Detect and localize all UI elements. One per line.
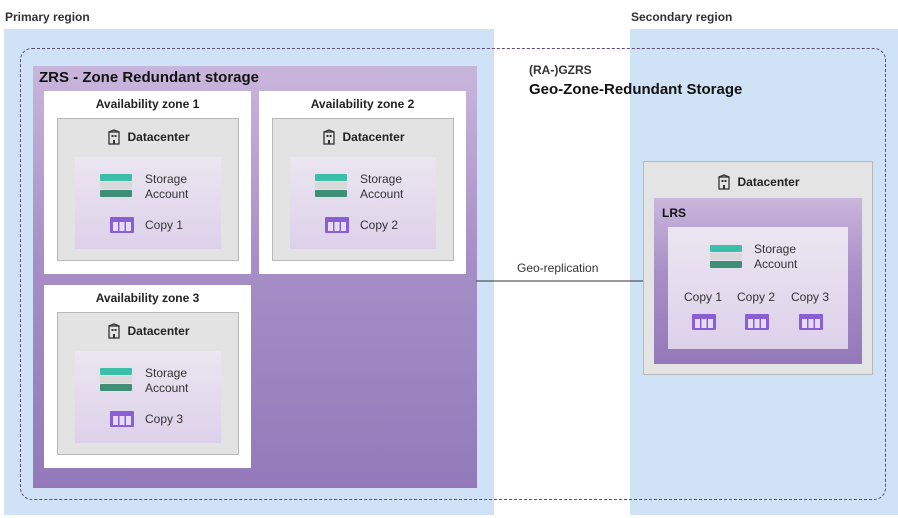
lrs-container: LRS Storage Account Copy 1 Copy 2 Copy 3 [654, 198, 862, 364]
secondary-region-label: Secondary region [631, 10, 733, 24]
storage-label-line2: Account [145, 187, 189, 201]
secondary-datacenter: Datacenter LRS Storage Account Copy 1 Co… [643, 161, 873, 375]
copy-label: Copy 1 [684, 290, 723, 304]
storage-account-icon [710, 245, 742, 268]
zone-title: Availability zone 1 [95, 97, 200, 111]
datacenter: Datacenter Storage Account Copy 3 [57, 312, 239, 455]
building-icon [108, 129, 121, 145]
copy-label: Copy 2 [360, 218, 399, 232]
zone-title: Availability zone 3 [95, 291, 200, 305]
primary-region-label: Primary region [5, 10, 90, 24]
storage-box: Storage Account Copy 1 [75, 157, 221, 249]
storage-copy-icon [745, 314, 769, 330]
storage-copy-icon [110, 217, 134, 233]
copy-label: Copy 3 [791, 290, 830, 304]
storage-label-line2: Account [754, 257, 798, 271]
gzrs-boundary [20, 48, 886, 500]
storage-account-icon [100, 174, 132, 197]
datacenter: Datacenter Storage Account Copy 2 [272, 118, 454, 261]
building-icon [323, 129, 336, 145]
availability-zone-1: Availability zone 1 Datacenter Storage A… [44, 91, 251, 274]
gzrs-code: (RA-)GZRS [529, 63, 592, 77]
storage-label-line1: Storage [145, 366, 188, 380]
gzrs-title: Geo-Zone-Redundant Storage [529, 81, 743, 98]
storage-label-line1: Storage [360, 172, 403, 186]
availability-zone-3: Availability zone 3 Datacenter Storage A… [44, 285, 251, 468]
copy-label: Copy 2 [737, 290, 776, 304]
storage-label-line2: Account [145, 381, 189, 395]
storage-box: Storage Account Copy 2 [290, 157, 436, 249]
storage-label-line1: Storage [754, 242, 797, 256]
datacenter-label: Datacenter [342, 130, 405, 144]
lrs-label: LRS [662, 206, 686, 220]
storage-copy-icon [325, 217, 349, 233]
storage-label-line1: Storage [145, 172, 188, 186]
building-icon [718, 174, 731, 190]
copy-label: Copy 1 [145, 218, 184, 232]
datacenter-label: Datacenter [737, 175, 800, 189]
storage-account-icon [100, 368, 132, 391]
datacenter-label: Datacenter [127, 324, 190, 338]
storage-copy-icon [692, 314, 716, 330]
availability-zone-2: Availability zone 2 Datacenter Storage A… [259, 91, 466, 274]
datacenter: Datacenter Storage Account Copy 1 [57, 118, 239, 261]
secondary-storage-box: Storage Account Copy 1 Copy 2 Copy 3 [668, 227, 848, 349]
storage-copy-icon [110, 411, 134, 427]
building-icon [108, 323, 121, 339]
storage-copy-icon [799, 314, 823, 330]
copy-label: Copy 3 [145, 412, 184, 426]
datacenter-label: Datacenter [127, 130, 190, 144]
zone-title: Availability zone 2 [310, 97, 415, 111]
storage-account-icon [315, 174, 347, 197]
geo-replication-label: Geo-replication [517, 261, 599, 275]
storage-label-line2: Account [360, 187, 404, 201]
storage-box: Storage Account Copy 3 [75, 351, 221, 443]
zrs-title: ZRS - Zone Redundant storage [39, 69, 260, 86]
